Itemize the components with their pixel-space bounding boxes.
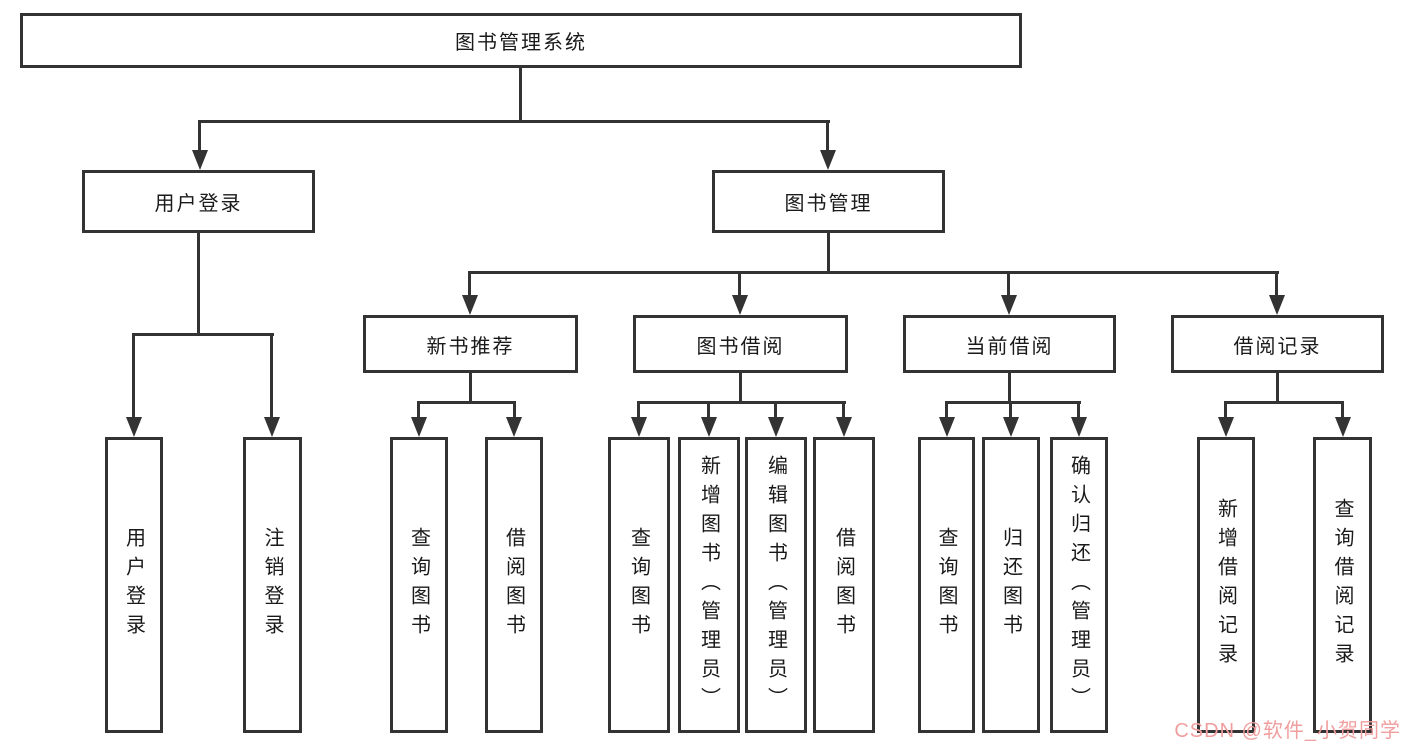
leaf-cb-return-books: 归还图书 [982,437,1040,733]
csdn-watermark: CSDN @软件_小贺同学 [1174,720,1401,742]
arrowhead-book-borrow [732,295,748,315]
connector-drop-cb-query [945,401,948,419]
connector-user-login-bar [132,333,274,336]
connector-drop-bb-borrow [842,401,845,419]
connector-drop-book-borrow [738,271,741,297]
arrowhead-leaf-login [126,417,142,437]
connector-drop-nb-borrow [513,401,516,419]
arrowhead-br-add [1218,417,1234,437]
connector-drop-current-borrow [1007,271,1010,297]
leaf-nb-borrow-books: 借阅图书 [485,437,543,733]
node-borrowing-records: 借阅记录 [1171,315,1384,373]
connector-drop-user-login [198,120,201,152]
arrowhead-new-book [462,295,478,315]
leaf-bb-edit-books-admin-label: 编辑图书（管理员） [764,454,787,716]
connector-drop-br-query [1341,401,1344,419]
leaf-br-add-record: 新增借阅记录 [1197,437,1255,733]
node-user-login: 用户登录 [82,170,315,233]
node-current-borrowing-label: 当前借阅 [965,335,1054,358]
leaf-br-add-record-label: 新增借阅记录 [1214,498,1237,672]
connector-borrow-records-stem [1276,373,1279,403]
arrowhead-bb-edit [768,417,784,437]
connector-new-book-bar [417,401,516,404]
leaf-cb-confirm-return-admin: 确认归还（管理员） [1050,437,1108,733]
connector-new-book-stem [469,373,472,403]
leaf-bb-query-books: 查询图书 [608,437,670,733]
leaf-nb-borrow-books-label: 借阅图书 [502,527,525,643]
connector-current-borrow-stem [1008,373,1011,403]
arrowhead-user-login [192,150,208,170]
leaf-bb-add-books-admin: 新增图书（管理员） [678,437,740,733]
arrowhead-nb-borrow [506,417,522,437]
leaf-cb-query-books-label: 查询图书 [935,527,957,643]
connector-drop-borrow-records [1275,271,1278,297]
node-book-borrowing: 图书借阅 [633,315,848,373]
connector-drop-leaf-logout [270,333,273,419]
arrowhead-bb-borrow [836,417,852,437]
connector-user-login-stem [197,233,200,336]
connector-root-stem [519,68,522,122]
arrowhead-book-management [820,150,836,170]
leaf-bb-borrow-books-label: 借阅图书 [832,527,855,643]
connector-book-management-stem [827,233,830,274]
connector-drop-cb-confirm [1077,401,1080,419]
connector-drop-bb-add [707,401,710,419]
leaf-user-login: 用户登录 [105,437,163,733]
leaf-user-login-label: 用户登录 [122,527,145,643]
node-user-login-label: 用户登录 [154,193,243,215]
connector-book-borrow-bar [637,401,846,404]
node-current-borrowing: 当前借阅 [903,315,1116,373]
leaf-logout-label: 注销登录 [261,527,283,643]
leaf-cb-return-books-label: 归还图书 [999,527,1022,643]
connector-drop-bb-edit [774,401,777,419]
connector-book-management-bar [469,271,1279,274]
connector-drop-leaf-login [132,333,135,419]
leaf-br-query-record: 查询借阅记录 [1313,437,1372,733]
leaf-bb-edit-books-admin: 编辑图书（管理员） [745,437,807,733]
arrowhead-br-query [1335,417,1351,437]
node-borrowing-records-label: 借阅记录 [1233,335,1322,358]
arrowhead-leaf-logout [264,417,280,437]
arrowhead-nb-query [411,417,427,437]
arrowhead-cb-return [1003,417,1019,437]
node-book-management-label: 图书管理 [784,193,873,215]
node-root: 图书管理系统 [20,13,1022,68]
leaf-logout: 注销登录 [243,437,302,733]
leaf-nb-query-books: 查询图书 [390,437,448,733]
arrowhead-bb-add [701,417,717,437]
connector-drop-bb-query [637,401,640,419]
arrowhead-borrow-records [1269,295,1285,315]
node-new-book-recommend-label: 新书推荐 [426,335,515,358]
node-book-management: 图书管理 [712,170,945,233]
node-root-label: 图书管理系统 [455,32,587,54]
arrowhead-bb-query [631,417,647,437]
connector-drop-new-book [468,271,471,297]
connector-current-borrow-bar [945,401,1081,404]
leaf-cb-query-books: 查询图书 [918,437,975,733]
connector-root-bar [198,120,830,123]
arrowhead-current-borrow [1001,295,1017,315]
connector-drop-cb-return [1009,401,1012,419]
connector-book-borrow-stem [739,373,742,403]
arrowhead-cb-confirm [1071,417,1087,437]
arrowhead-cb-query [939,417,955,437]
connector-borrow-records-bar [1224,401,1344,404]
connector-drop-nb-query [417,401,420,419]
connector-drop-br-add [1224,401,1227,419]
leaf-bb-query-books-label: 查询图书 [627,527,650,643]
leaf-cb-confirm-return-admin-label: 确认归还（管理员） [1067,454,1090,716]
node-book-borrowing-label: 图书借阅 [696,335,785,358]
node-new-book-recommend: 新书推荐 [363,315,578,373]
leaf-nb-query-books-label: 查询图书 [407,527,430,643]
leaf-br-query-record-label: 查询借阅记录 [1331,498,1353,672]
connector-drop-book-management [826,120,829,152]
leaf-bb-add-books-admin-label: 新增图书（管理员） [697,454,720,716]
leaf-bb-borrow-books: 借阅图书 [813,437,875,733]
